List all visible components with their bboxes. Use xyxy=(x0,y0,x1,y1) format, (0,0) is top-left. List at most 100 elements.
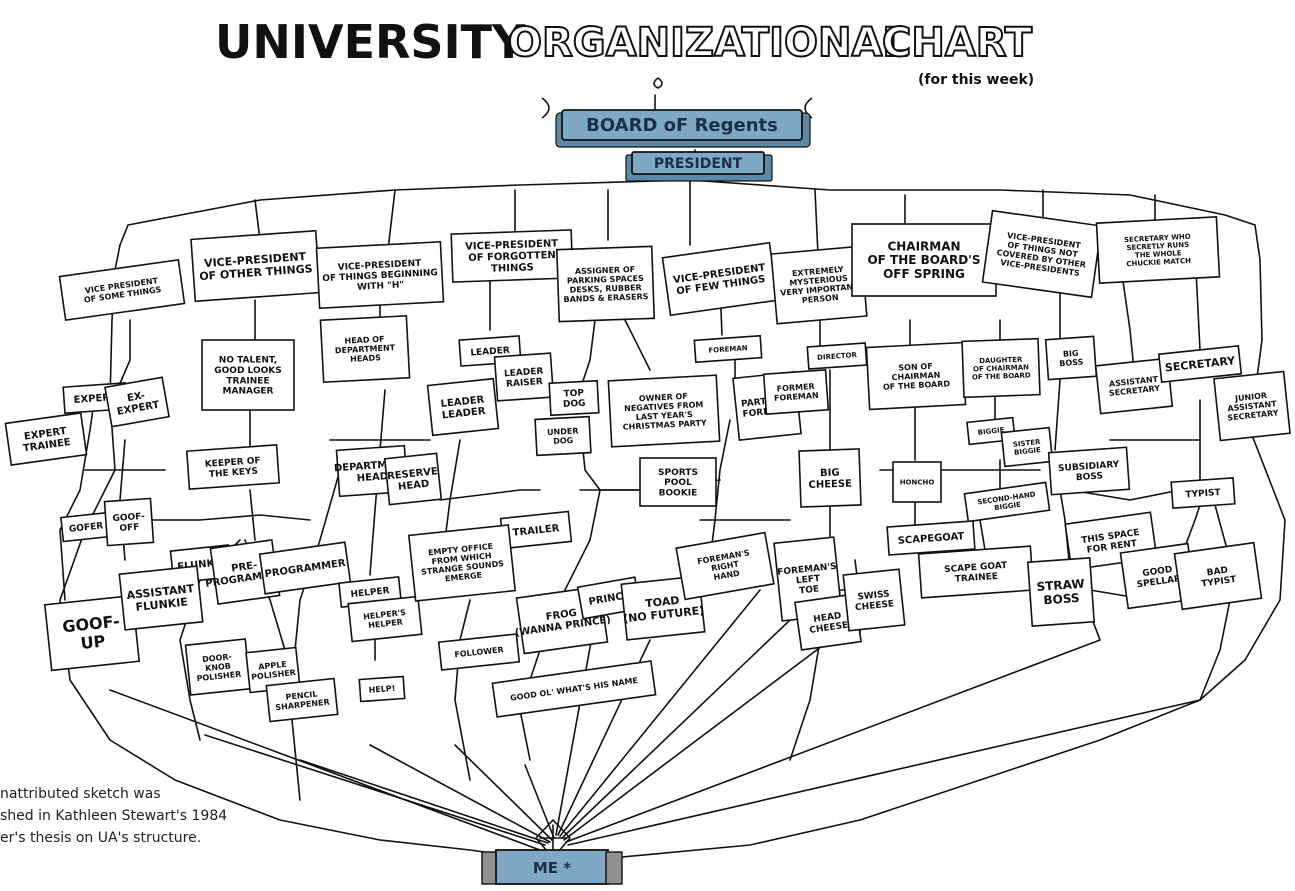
role-box-trailer: TRAILER xyxy=(499,510,573,550)
role-box-foreman: FOREMAN xyxy=(693,334,763,364)
role-box-frame xyxy=(693,334,763,364)
role-label: SUBSIDIARY xyxy=(1058,460,1120,474)
role-label: DESKS, RUBBER xyxy=(569,283,641,295)
role-label: OF CHAIRMAN xyxy=(973,363,1029,373)
role-box-goof-off: GOOF-OFF xyxy=(103,497,155,547)
role-box-frame xyxy=(426,377,500,437)
role-label: BAD xyxy=(1206,566,1228,579)
role-label: SPORTS xyxy=(658,468,698,478)
role-box-frame xyxy=(886,520,976,556)
role-box-frame xyxy=(607,374,721,448)
role-box-frame xyxy=(1173,541,1263,611)
role-box-frame xyxy=(118,565,204,631)
board-of-regents-label: BOARD oF Regents xyxy=(586,115,778,136)
role-box-gofer: GOFER xyxy=(59,511,113,543)
role-label: KEEPER OF xyxy=(204,456,260,470)
role-label: SCAPEGOAT xyxy=(897,531,964,547)
caption-line-2: shed in Kathleen Stewart's 1984 xyxy=(0,808,227,824)
role-box-goof-up: GOOF-UP xyxy=(43,594,141,672)
role-box-honcho: HONCHO xyxy=(892,461,942,503)
role-box-frame xyxy=(437,633,521,671)
role-box-frame xyxy=(493,352,555,402)
role-label: DAUGHTER xyxy=(979,356,1023,366)
role-box-frame xyxy=(555,245,656,323)
role-label: GOOF- xyxy=(112,512,145,524)
role-box-frame xyxy=(315,240,445,310)
role-box-frame xyxy=(201,339,295,411)
role-label: OFF SPRING xyxy=(883,267,965,281)
role-label: HEAD OF xyxy=(344,335,384,346)
role-box-frame xyxy=(963,481,1051,523)
role-label: OF THE BOARD xyxy=(972,371,1031,381)
role-label: PRE- xyxy=(231,560,258,575)
role-label: SWISS xyxy=(857,589,890,602)
role-box-frame xyxy=(103,497,155,547)
role-label: SECRETARY WHO xyxy=(1124,233,1191,244)
role-label: LEADER xyxy=(504,367,544,380)
role-label: CHUCKIE MATCH xyxy=(1126,257,1191,268)
role-label: DOG xyxy=(553,436,573,446)
role-label: BOSS xyxy=(1076,471,1104,483)
role-label: RESERVE xyxy=(387,466,439,482)
role-label: CHRISTMAS PARTY xyxy=(623,418,708,431)
role-box-frame xyxy=(347,595,423,643)
role-label: TYPIST xyxy=(1201,575,1238,590)
role-box-frame xyxy=(806,342,868,370)
role-label: DIRECTOR xyxy=(817,351,858,362)
role-label: HEAD xyxy=(357,471,389,484)
role-label: BIG xyxy=(1063,349,1079,359)
role-label: NO TALENT, xyxy=(219,356,277,366)
role-label: TRAINEE xyxy=(226,376,269,386)
role-label: UP xyxy=(80,631,107,653)
role-box-typist: TYPIST xyxy=(1170,477,1236,509)
me-plaque: ME * xyxy=(481,849,623,885)
role-label: PERSON xyxy=(802,293,839,305)
role-label: HEADS xyxy=(350,353,381,364)
role-box-frame xyxy=(851,223,997,297)
role-label: TOP xyxy=(563,388,584,399)
role-box-help: HELP! xyxy=(358,675,406,703)
role-box-frame xyxy=(842,568,906,632)
role-label: ASSIGNER OF xyxy=(575,265,636,276)
role-label: CHEESE xyxy=(808,478,852,491)
role-label: HELPER'S xyxy=(363,608,407,621)
role-box-frame xyxy=(4,412,88,466)
role-box-frame xyxy=(1000,426,1054,468)
role-label: FOREMAN xyxy=(708,344,748,355)
role-label: DOG xyxy=(563,399,586,410)
role-label: HONCHO xyxy=(900,478,935,486)
role-label: CHEESE xyxy=(855,599,895,613)
role-box-frame xyxy=(534,415,592,457)
role-label: LAST YEAR'S xyxy=(635,410,693,422)
role-box-frame xyxy=(762,369,830,415)
role-label: GOOD LOOKS xyxy=(214,366,281,376)
role-label: DOOR- xyxy=(202,652,233,664)
president-label: PRESIDENT xyxy=(654,156,743,172)
role-label: FLUNKIE xyxy=(135,595,188,613)
role-label: HELPER xyxy=(368,618,404,631)
